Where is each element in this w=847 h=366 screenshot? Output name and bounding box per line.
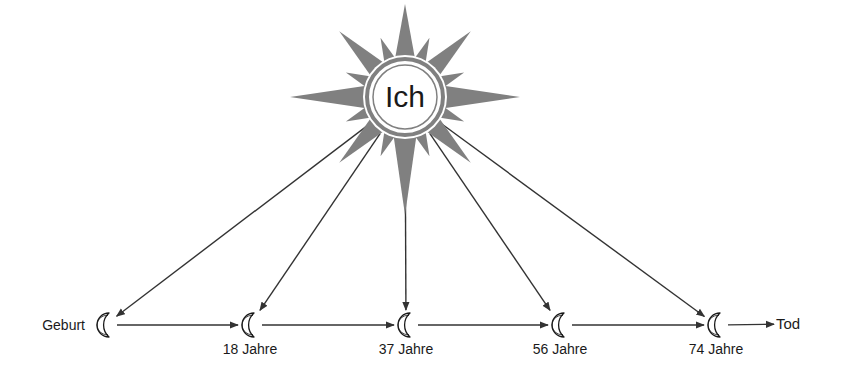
- moon-symbol: [550, 312, 570, 338]
- moon-crescent: [97, 313, 109, 337]
- self-label: Ich: [385, 79, 425, 115]
- moon-crescent: [242, 313, 254, 337]
- moon-crescent: [708, 313, 720, 337]
- age-label: Geburt: [42, 317, 85, 334]
- moon-node: 74 Jahre: [706, 312, 726, 338]
- timeline-arrow: [262, 324, 394, 325]
- sun-ring: [367, 59, 443, 135]
- influence-arrow: [260, 133, 380, 310]
- end-label: Tod: [776, 315, 800, 333]
- timeline-arrow: [728, 323, 774, 325]
- influence-arrow: [440, 123, 704, 316]
- moon-symbol: [95, 312, 115, 338]
- sun-node: Ich: [363, 55, 447, 139]
- moon-symbol: [240, 312, 260, 338]
- moon-node: 37 Jahre: [396, 312, 416, 338]
- age-label: 74 Jahre: [689, 341, 743, 358]
- moon-inner-line: [242, 315, 253, 334]
- moon-crescent: [398, 313, 410, 337]
- moon-symbol: [396, 312, 416, 338]
- moon-symbol: [706, 312, 726, 338]
- sun-core: [373, 65, 437, 129]
- moon-inner-line: [398, 315, 409, 334]
- moon-inner-line: [552, 315, 563, 334]
- text-node: Tod: [776, 315, 800, 333]
- age-label: 18 Jahre: [223, 341, 277, 358]
- sun-rays: [290, 4, 520, 215]
- age-label: 37 Jahre: [379, 341, 433, 358]
- moon-inner-line: [97, 315, 108, 334]
- moon-inner-line: [708, 315, 719, 334]
- timeline-arrow: [418, 324, 548, 325]
- moon-node: 56 Jahre: [550, 312, 570, 338]
- moon-node: Geburt: [95, 312, 115, 338]
- influence-arrow: [117, 124, 370, 317]
- moon-crescent: [552, 313, 564, 337]
- timeline-arrow: [117, 324, 238, 325]
- timeline-arrow: [572, 324, 704, 325]
- age-label: 56 Jahre: [533, 341, 587, 358]
- moon-node: 18 Jahre: [240, 312, 260, 338]
- sun-halo: [363, 55, 447, 139]
